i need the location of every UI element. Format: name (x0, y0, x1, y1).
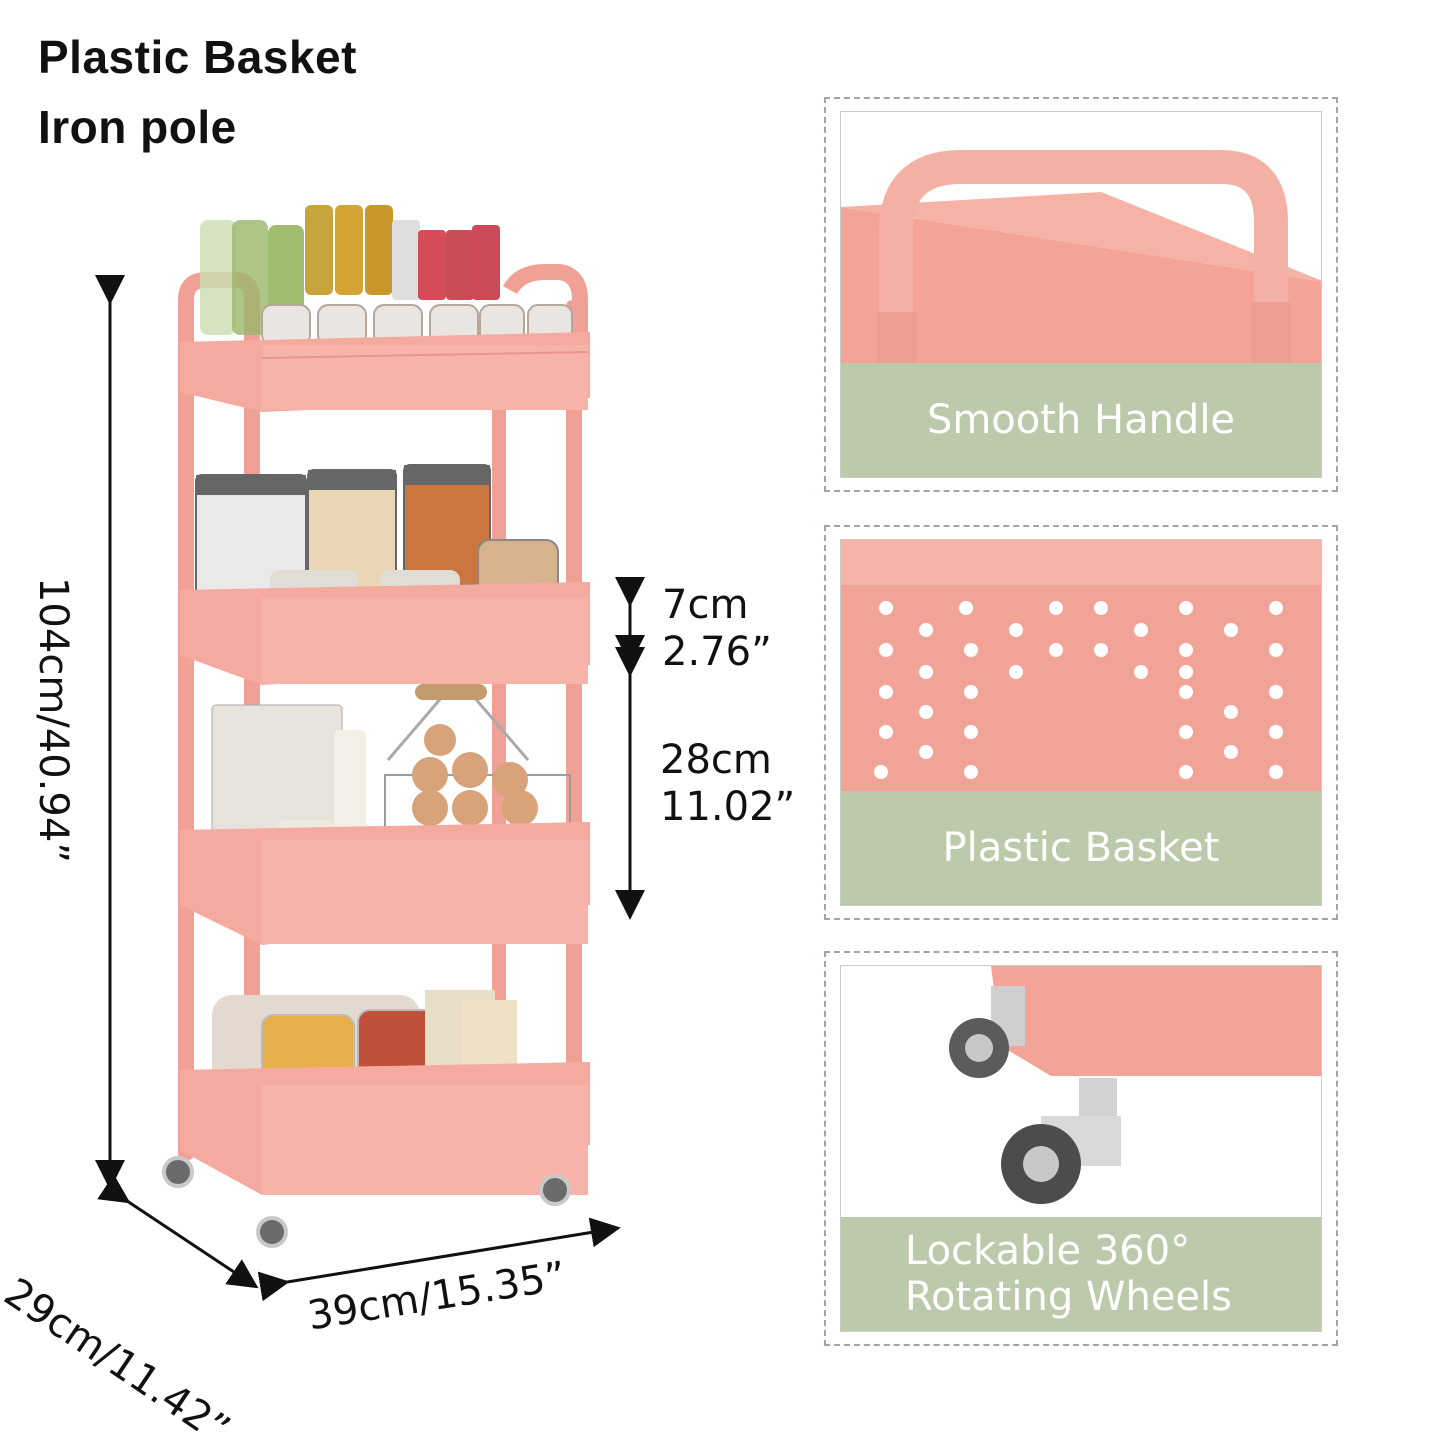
basket-tier-4 (180, 1062, 590, 1195)
depth-arrow (97, 1174, 259, 1289)
basket-tier-3 (180, 822, 590, 945)
wheels-label-line-1: Lockable 360° (905, 1228, 1191, 1274)
cart-illustration (95, 205, 645, 1302)
gap-mid-cm-label: 28cm (660, 737, 772, 783)
wheels (162, 1156, 571, 1248)
handle-photo (841, 112, 1321, 372)
basket-tier-2 (180, 582, 590, 685)
gap-top-in-label: 2.76” (662, 629, 772, 675)
feature-label-basket: Plastic Basket (841, 791, 1321, 905)
height-label: 104cm/40.94” (30, 576, 76, 863)
feature-label-handle: Smooth Handle (841, 363, 1321, 477)
heading-line-1: Plastic Basket (38, 31, 357, 83)
wheels-closeup: Lockable 360° Rotating Wheels (840, 965, 1322, 1332)
feature-panel-handle: Smooth Handle (824, 97, 1338, 492)
feature-panel-wheels: Lockable 360° Rotating Wheels (824, 951, 1338, 1346)
basket-tier-1 (180, 332, 590, 412)
width-arrow (257, 1217, 621, 1302)
gap-mid-in-label: 11.02” (660, 784, 796, 830)
tier-2-items (195, 464, 559, 610)
handle-closeup: Smooth Handle (840, 111, 1322, 478)
basket-closeup: Plastic Basket (840, 539, 1322, 906)
wheels-photo (841, 966, 1321, 1226)
heading-line-2: Iron pole (38, 101, 237, 153)
wheels-label-line-2: Rotating Wheels (905, 1274, 1232, 1320)
basket-photo (841, 540, 1321, 800)
feature-panel-basket: Plastic Basket (824, 525, 1338, 920)
feature-label-wheels: Lockable 360° Rotating Wheels (841, 1217, 1321, 1331)
gap-top-cm-label: 7cm (662, 582, 749, 628)
